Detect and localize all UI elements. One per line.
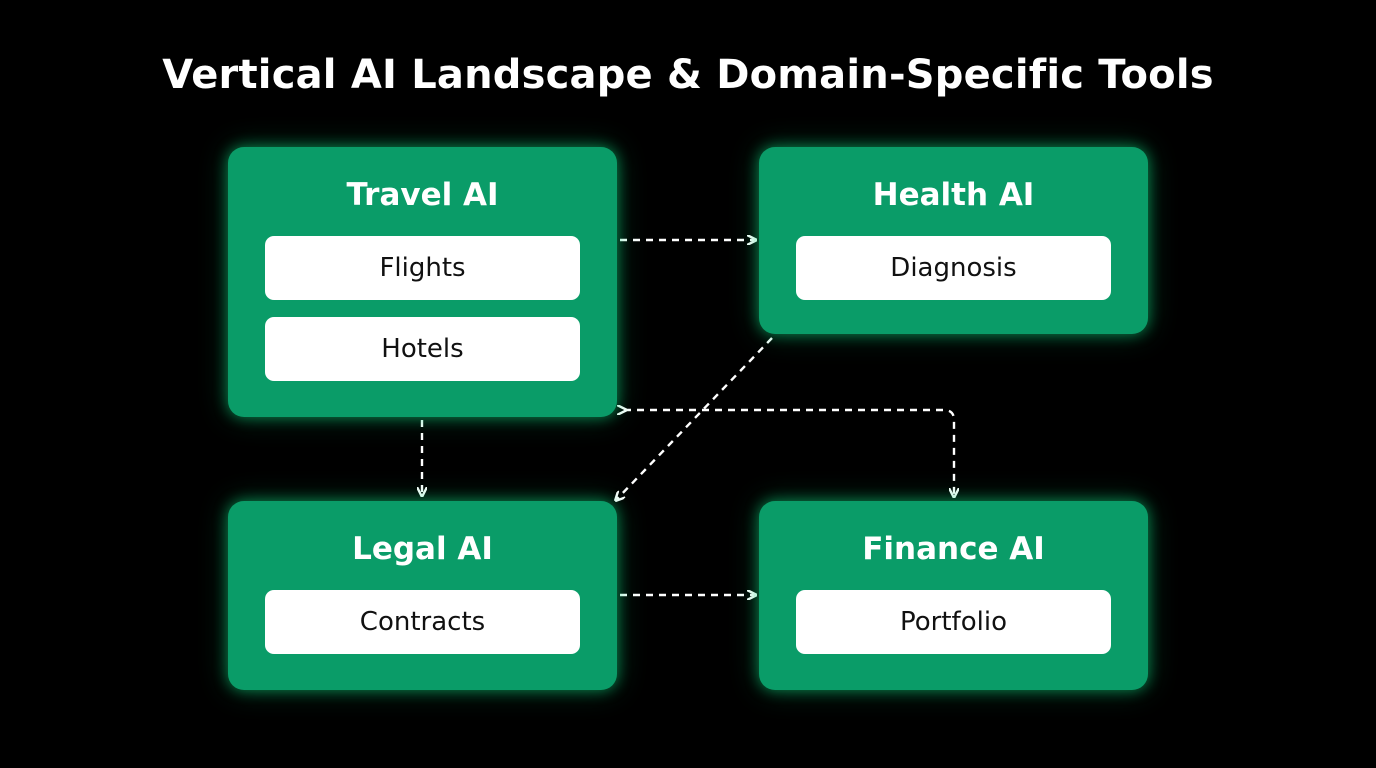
diagram-title: Vertical AI Landscape & Domain-Specific … [162,52,1214,98]
travel-ai-panel: Travel AI Flights Hotels [228,147,617,417]
edge-finance-travel [624,410,954,495]
legal-ai-panel: Legal AI Contracts [228,501,617,690]
health-ai-title: Health AI [872,177,1035,213]
contracts-item: Contracts [265,590,580,654]
hotels-item: Hotels [265,317,580,381]
portfolio-item: Portfolio [796,590,1111,654]
finance-ai-title: Finance AI [862,531,1045,567]
flights-item: Flights [265,236,580,300]
travel-ai-title: Travel AI [346,177,499,213]
legal-ai-title: Legal AI [352,531,493,567]
edge-health-to-legal [617,337,773,499]
health-ai-panel: Health AI Diagnosis [759,147,1148,334]
finance-ai-panel: Finance AI Portfolio [759,501,1148,690]
diagnosis-item: Diagnosis [796,236,1111,300]
